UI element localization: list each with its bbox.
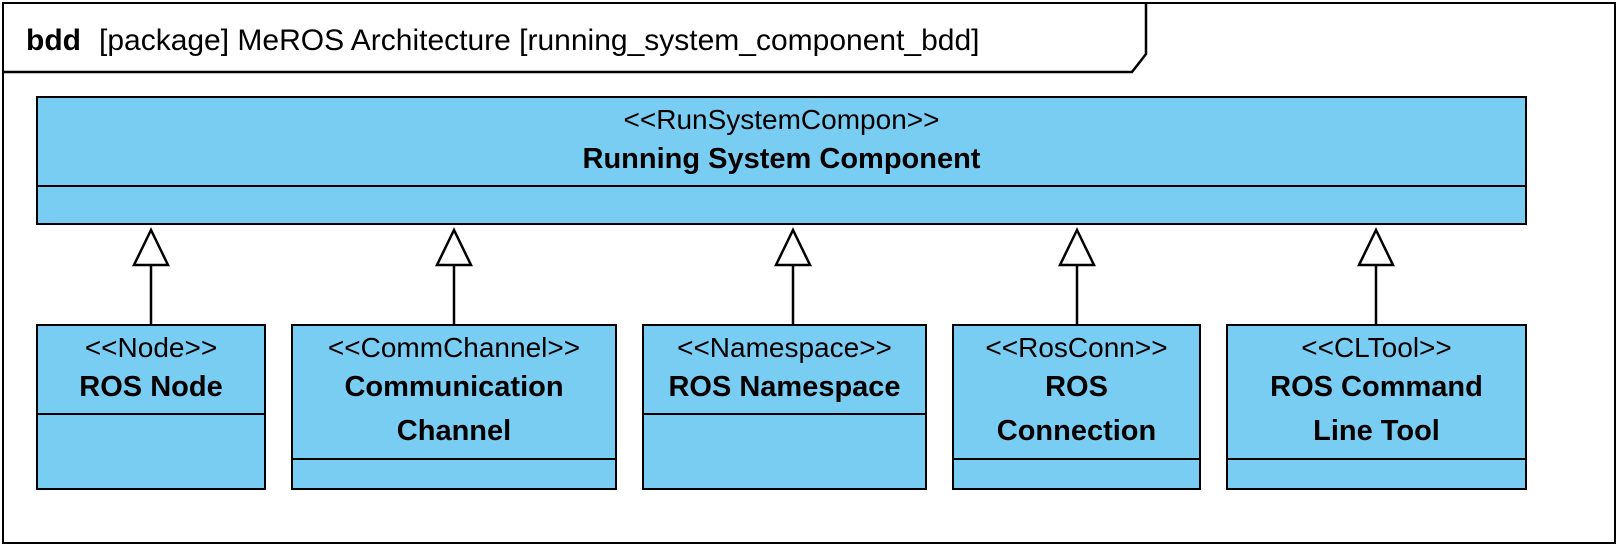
block-stereotype: <<CommChannel>>: [327, 332, 581, 363]
block-compartment: [954, 460, 1199, 488]
block-header: <<RosConn>> ROS Connection: [954, 326, 1199, 460]
block-compartment: [644, 415, 925, 488]
block-running-system-component[interactable]: <<RunSystemCompon>> Running System Compo…: [36, 96, 1527, 225]
block-stereotype: <<RunSystemCompon>>: [623, 103, 940, 135]
generalization-arrow-node: [132, 227, 170, 325]
block-ros-command-line-tool[interactable]: <<CLTool>> ROS Command Line Tool: [1226, 324, 1527, 490]
block-stereotype: <<Node>>: [84, 331, 218, 363]
generalization-arrow-comm-channel: [435, 227, 473, 325]
block-ros-connection[interactable]: <<RosConn>> ROS Connection: [952, 324, 1201, 490]
block-ros-namespace[interactable]: <<Namespace>> ROS Namespace: [642, 324, 927, 490]
block-ros-node[interactable]: <<Node>> ROS Node: [36, 324, 266, 490]
block-stereotype: <<RosConn>>: [985, 332, 1168, 363]
block-name: Communication Channel: [344, 371, 564, 447]
block-header: <<Namespace>> ROS Namespace: [644, 326, 925, 415]
block-header: <<RunSystemCompon>> Running System Compo…: [38, 98, 1525, 187]
generalization-arrow-ros-conn: [1058, 227, 1096, 325]
block-stereotype: <<Namespace>>: [677, 331, 892, 363]
block-name: ROS Command Line Tool: [1270, 371, 1483, 447]
block-compartment: [293, 460, 615, 488]
block-stereotype: <<CLTool>>: [1301, 332, 1452, 363]
block-header: <<CommChannel>> Communication Channel: [293, 326, 615, 460]
frame-name-tab: [4, 4, 1148, 74]
block-header: <<CLTool>> ROS Command Line Tool: [1228, 326, 1525, 460]
block-header: <<Node>> ROS Node: [38, 326, 264, 415]
block-name: ROS Connection: [996, 371, 1157, 447]
block-name: ROS Namespace: [668, 370, 901, 403]
block-communication-channel[interactable]: <<CommChannel>> Communication Channel: [291, 324, 617, 490]
generalization-arrow-cl-tool: [1357, 227, 1395, 325]
diagram-kind: bdd: [26, 24, 81, 57]
diagram-title: [package] MeROS Architecture [running_sy…: [98, 24, 980, 57]
block-name: ROS Node: [79, 370, 223, 403]
generalization-arrow-namespace: [774, 227, 812, 325]
block-compartment: [1228, 460, 1525, 488]
frame-title: bdd [package] MeROS Architecture [running…: [26, 21, 979, 61]
block-name: Running System Component: [582, 142, 981, 175]
block-compartment: [38, 415, 264, 488]
